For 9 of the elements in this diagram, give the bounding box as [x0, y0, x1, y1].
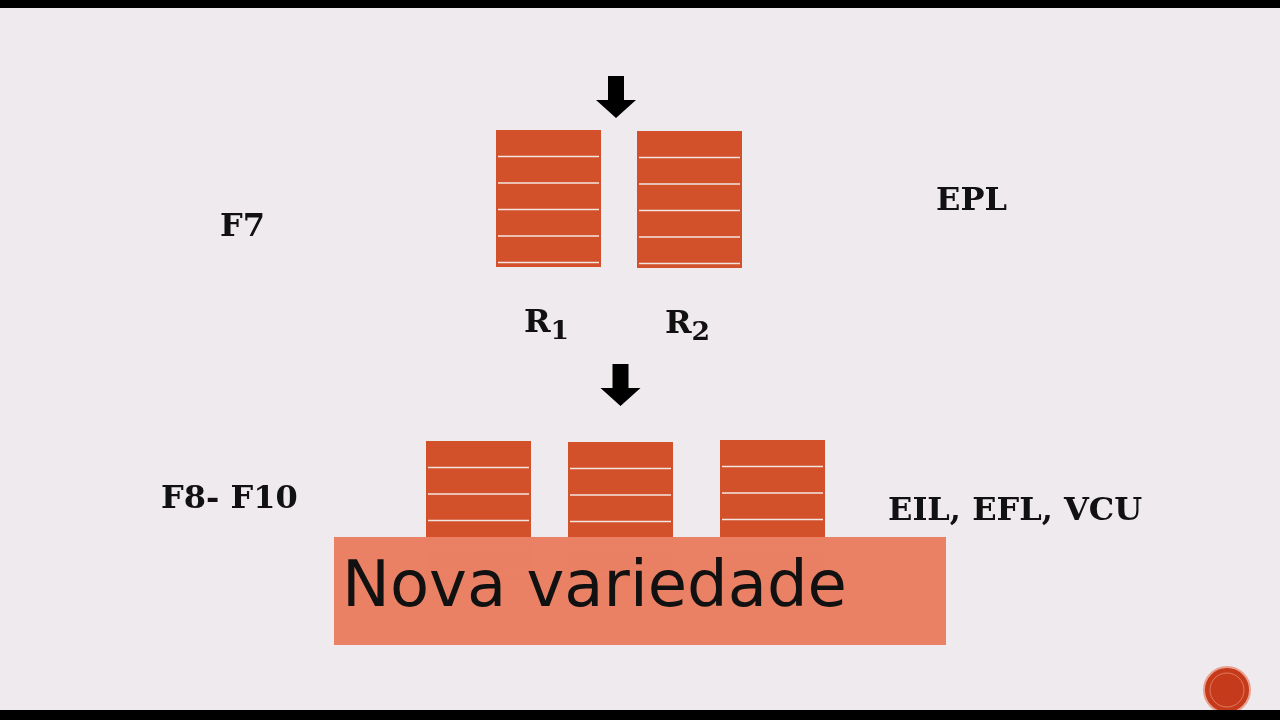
block-arrow	[596, 76, 636, 118]
generation-label: F8- F10	[161, 478, 298, 516]
generation-label: EPL	[936, 180, 1007, 218]
row-label: R$_{1}$	[524, 302, 570, 346]
caption-overlay: Nova variedade	[334, 537, 946, 645]
generation-label: F7	[220, 206, 265, 244]
block-arrow	[600, 364, 641, 406]
generation-label: EIL, EFL, VCU	[888, 490, 1143, 528]
row-label: R$_{2}$	[665, 303, 711, 347]
